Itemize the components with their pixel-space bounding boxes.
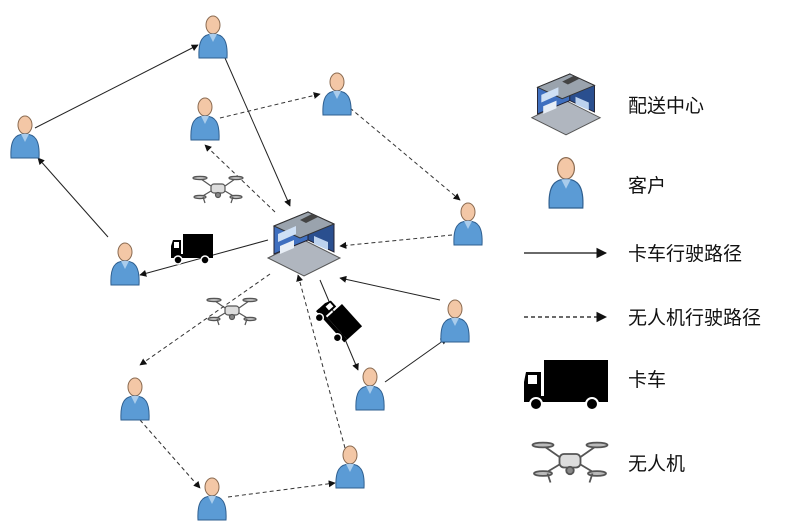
customer-node bbox=[453, 202, 483, 246]
customer-node bbox=[190, 97, 220, 141]
truck-route-segment bbox=[384, 337, 448, 383]
legend-truck-route-label: 卡车行驶路径 bbox=[628, 243, 742, 265]
truck-route-segment bbox=[339, 275, 441, 301]
customer-node bbox=[335, 445, 365, 489]
drone-on-map bbox=[192, 175, 244, 204]
truck-route-lines bbox=[34, 44, 448, 383]
truck-on-map bbox=[310, 294, 363, 348]
drone-route-segment bbox=[139, 419, 201, 489]
warehouse-icon bbox=[531, 73, 601, 136]
legend-drone-label: 无人机 bbox=[628, 453, 685, 475]
drone-route-segment bbox=[296, 274, 346, 449]
customer-node bbox=[10, 115, 40, 159]
drone-route-segment bbox=[139, 273, 271, 366]
drone-route-segment bbox=[339, 234, 453, 249]
drone-on-map bbox=[206, 297, 258, 326]
drone-route-lines bbox=[139, 92, 461, 498]
truck-route-segment bbox=[224, 57, 291, 207]
truck-route-segment bbox=[37, 157, 109, 238]
legend-customer-label: 客户 bbox=[628, 175, 666, 197]
person-icon bbox=[548, 157, 584, 209]
truck-icon bbox=[524, 360, 608, 411]
customer-node bbox=[355, 367, 385, 411]
drone-route-segment bbox=[227, 480, 336, 498]
drone-route-segment bbox=[204, 144, 276, 213]
legend: 配送中心 客户 卡车行驶路径 无人机行驶路径 卡车 无人机 bbox=[524, 73, 761, 484]
legend-drone-route-label: 无人机行驶路径 bbox=[628, 307, 761, 329]
customer-node bbox=[440, 299, 470, 343]
legend-truck-label: 卡车 bbox=[628, 369, 666, 391]
drone-route-segment bbox=[219, 92, 321, 119]
drone-route-segment bbox=[349, 107, 461, 201]
legend-depot-label: 配送中心 bbox=[628, 95, 704, 117]
customers bbox=[10, 15, 483, 521]
customer-node bbox=[197, 477, 227, 521]
truck-on-map bbox=[170, 233, 214, 265]
truck-route-segment bbox=[34, 44, 199, 129]
customer-node bbox=[110, 242, 140, 286]
customer-node bbox=[322, 72, 352, 116]
customer-node bbox=[198, 15, 228, 59]
drone-icon bbox=[531, 441, 609, 484]
customer-node bbox=[120, 377, 150, 421]
depot-node bbox=[267, 211, 341, 277]
